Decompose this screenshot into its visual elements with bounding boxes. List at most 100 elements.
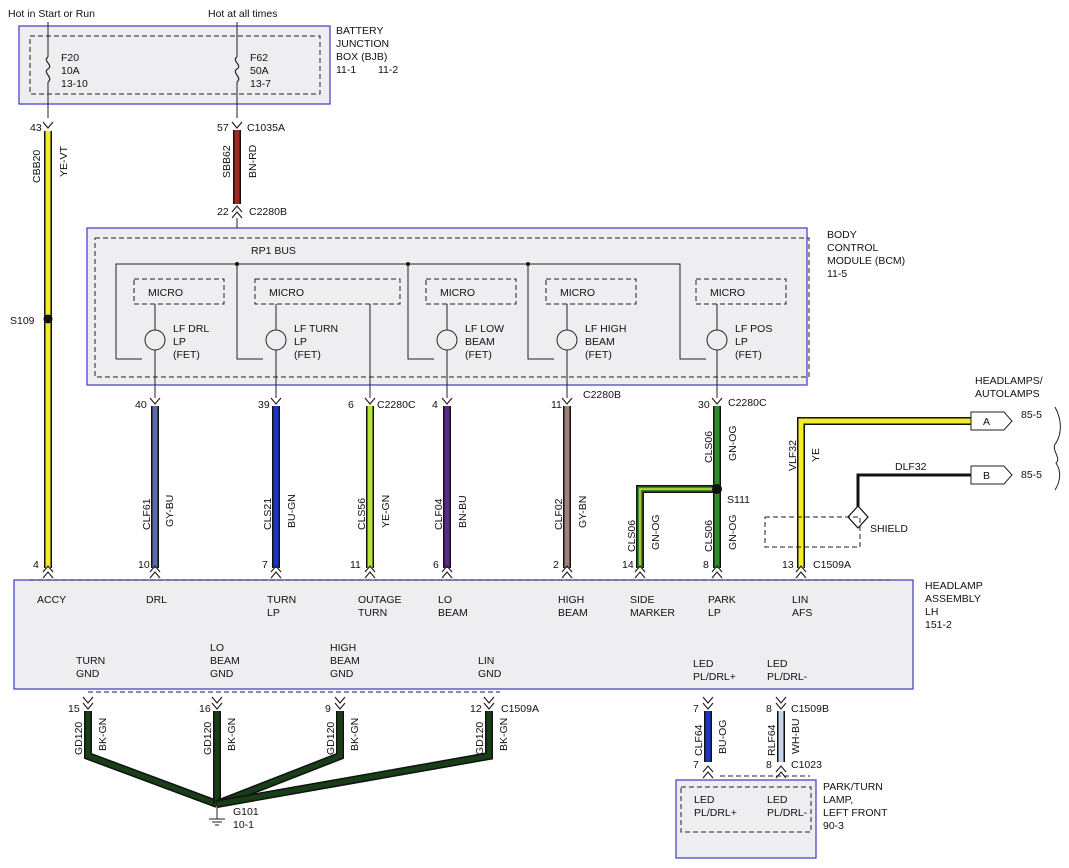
wire-circuit-label: CLF04	[433, 498, 445, 530]
bus-tap	[236, 264, 263, 360]
wire-circuit-label: VLF32	[787, 440, 799, 471]
lamp-pin-label: PL/DRL-	[767, 807, 808, 819]
connector-b-label: B	[983, 470, 990, 482]
fet-label: LF TURN	[294, 323, 338, 335]
wire-color-label: WH-BU	[790, 718, 802, 754]
connector-mark	[702, 765, 714, 779]
connector-c2280b: C2280B	[249, 206, 287, 218]
connector-mark	[702, 696, 714, 710]
fet-label: LP	[294, 336, 307, 348]
rp1-bus-line	[115, 263, 706, 360]
pin-label-led-plus: PL/DRL+	[693, 671, 736, 683]
pin-label-high: BEAM	[558, 607, 588, 619]
wire-cls06-tracer	[639, 488, 717, 568]
pin-label-led-minus: PL/DRL-	[767, 671, 808, 683]
wire-circuit-label: CLF61	[141, 498, 153, 530]
lh-page: 151-2	[925, 619, 952, 631]
pin-57: 57	[217, 122, 229, 134]
connector-b-tag	[970, 465, 1013, 485]
fet-label: LP	[735, 336, 748, 348]
pin-label-turn: TURN	[267, 594, 296, 606]
bus-junction	[406, 262, 410, 266]
splice-label: S111	[727, 494, 750, 506]
pin-label-outage: TURN	[358, 607, 387, 619]
fet-label: LF POS	[735, 323, 772, 335]
pin-label-lo-gnd: BEAM	[210, 655, 240, 667]
lamp-title: PARK/TURN	[823, 781, 883, 793]
bus-tap	[407, 264, 434, 360]
micro-label: MICRO	[440, 287, 475, 299]
pin-label-park: LP	[708, 607, 721, 619]
connector-mark	[634, 565, 646, 579]
lamp-page: 90-3	[823, 820, 844, 832]
pin-label-high-gnd: BEAM	[330, 655, 360, 667]
wire-circuit-label: CBB20	[31, 150, 43, 183]
wire-color-label: GN-OG	[727, 514, 739, 550]
wire-color-label: BK-GN	[226, 718, 238, 751]
connector-mark	[334, 696, 346, 710]
brace-icon	[1053, 406, 1061, 491]
wire-circuit-label: RLF64	[766, 724, 778, 756]
pin-8: 8	[703, 559, 709, 571]
ground-label: G101	[233, 806, 259, 818]
fet-label: LF DRL	[173, 323, 209, 335]
fet-label: BEAM	[585, 336, 615, 348]
wire-gd120	[216, 711, 343, 807]
pin-7: 7	[693, 703, 699, 715]
fet-label: LP	[173, 336, 186, 348]
splice-s111	[712, 484, 722, 494]
pin-11: 11	[350, 559, 361, 571]
wire-dlf32	[856, 473, 971, 509]
connector-c2280c: C2280C	[728, 397, 767, 409]
pin-14: 14	[622, 559, 634, 571]
pin-22: 22	[217, 206, 229, 218]
wire-color-label: BN-BU	[457, 495, 469, 528]
connector-c1035a: C1035A	[247, 122, 285, 134]
headlamps-autolamps-ref: HEADLAMPS/ AUTOLAMPS A 85-5 B 85-5	[970, 375, 1061, 491]
micro-label: MICRO	[710, 287, 745, 299]
wire-circuit-label: DLF32	[895, 461, 927, 473]
bcm-title: BODY	[827, 229, 857, 241]
pin-7: 7	[262, 559, 268, 571]
wire-circuit-label: GD120	[325, 722, 337, 755]
pin-label-lin-gnd: LIN	[478, 655, 494, 667]
pin-label-high-gnd: HIGH	[330, 642, 356, 654]
lh-title: HEADLAMP	[925, 580, 983, 592]
connector-mark	[211, 696, 223, 710]
micro-box	[254, 278, 401, 305]
wire-color-label: BK-GN	[349, 718, 361, 751]
connector-a-label: A	[983, 416, 990, 428]
wire-color-label: BU-GN	[286, 494, 298, 528]
wire-circuit-label: CLS56	[356, 498, 368, 530]
wire-circuit-label: GD120	[202, 722, 214, 755]
lh-title: LH	[925, 606, 938, 618]
bus-junction	[235, 262, 239, 266]
wire-color-label: GY-BU	[164, 495, 176, 527]
ref-page: 85-5	[1021, 409, 1042, 421]
connector-mark	[231, 205, 243, 219]
pin-label-lin: LIN	[792, 594, 808, 606]
wire-color-label: BK-GN	[97, 718, 109, 751]
connector-mark	[364, 565, 376, 579]
fuse-f62-rating: 50A	[250, 65, 269, 77]
pin-6: 6	[348, 399, 354, 411]
fuse-f20-page: 13-10	[61, 78, 88, 90]
lamp-pin-label: LED	[694, 794, 715, 806]
pin-label-lin-gnd: GND	[478, 668, 502, 680]
wire-vlf32	[798, 418, 971, 568]
ref-page: 85-5	[1021, 469, 1042, 481]
bcm-title: MODULE (BCM)	[827, 255, 905, 267]
battery-junction-box: F20 10A 13-10 F62 50A 13-7 BATTERY JUNCT…	[18, 22, 398, 118]
wire-circuit-label: GD120	[73, 722, 85, 755]
ref-title: AUTOLAMPS	[975, 388, 1040, 400]
upper-wires: 43 CBB20 YE-VT S109 57 C1035A SBB62 BN-R…	[10, 121, 287, 568]
splice-label: S109	[10, 315, 35, 327]
connector-mark	[441, 397, 453, 405]
fet-label: (FET)	[585, 349, 612, 361]
fuse-f20-rating: 10A	[61, 65, 80, 77]
connector-mark	[711, 565, 723, 579]
fet-label: (FET)	[465, 349, 492, 361]
connector-a-tag	[970, 411, 1013, 431]
ref-title: HEADLAMPS/	[975, 375, 1043, 387]
